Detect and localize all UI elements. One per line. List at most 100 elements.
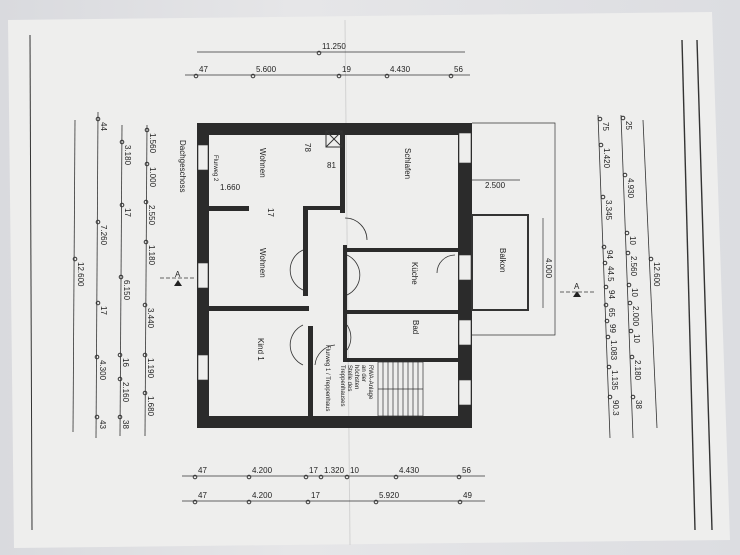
dimension-tick — [94, 354, 100, 360]
dim-right-chain-b: 2.560 — [629, 256, 638, 277]
chimney — [325, 130, 343, 148]
dimension-tick — [119, 139, 125, 145]
room-label-bad: Bad — [411, 320, 420, 334]
dimension-tick — [600, 194, 606, 200]
section-label-left: A — [175, 270, 181, 279]
dimension-tick — [627, 300, 633, 306]
dimension-tick — [625, 250, 631, 256]
dimension-tick — [622, 172, 628, 178]
dim-17: 17 — [266, 208, 275, 217]
dimension-tick — [117, 352, 123, 358]
dim-right-chain-a: 1.135 — [610, 370, 619, 391]
dim-left-overall: 12.600 — [76, 262, 85, 287]
dimension-tick — [246, 499, 252, 505]
dim-right-chain-a: 1.083 — [609, 340, 618, 361]
dimension-tick — [384, 73, 390, 79]
dim-right-chain-a: 1.420 — [602, 148, 611, 169]
rwa-note-line: Treppenhauses — [339, 365, 345, 406]
dimension-tick — [605, 334, 611, 340]
dim-left-chain-b: 3.180 — [123, 145, 132, 166]
dim-bottom-chain-1: 17 — [309, 466, 318, 475]
dim-4000: 4.000 — [544, 258, 553, 279]
dim-left-chain-a: 4.300 — [98, 360, 107, 381]
rwa-note-line: höchsten — [353, 365, 359, 389]
dim-left-chain-b: 38 — [121, 420, 130, 429]
dim-bottom-chain-2: 49 — [463, 491, 472, 500]
dim-left-chain-c: 1.180 — [147, 245, 156, 266]
dim-bottom-chain-1: 4.430 — [399, 466, 420, 475]
dim-right-overall: 12.600 — [652, 262, 661, 287]
dim-left-chain-a: 7.260 — [99, 225, 108, 246]
dimension-tick — [607, 394, 613, 400]
dim-left-chain-c: 1.000 — [148, 167, 157, 188]
room-label-balkon: Balkon — [498, 248, 507, 272]
dimension-tick — [143, 199, 149, 205]
dim-right-chain-b: 10 — [630, 288, 639, 297]
dim-left-chain-b: 2.160 — [121, 382, 130, 403]
dim-top-chain: 5.600 — [256, 65, 277, 74]
dim-right-chain-a: 90.3 — [611, 400, 620, 416]
dimension-tick — [624, 230, 630, 236]
dim-right-chain-b: 2.180 — [633, 360, 642, 381]
dimension-tick — [606, 364, 612, 370]
dimension-tick — [142, 390, 148, 396]
dim-left-chain-b: 16 — [121, 358, 130, 367]
dimension-tick — [318, 474, 324, 480]
dimension-tick — [72, 256, 78, 262]
dimension-tick — [648, 256, 654, 262]
room-label-schlafen: Schlafen — [403, 148, 412, 179]
dimension-tick — [316, 50, 322, 56]
dim-right-chain-b: 38 — [634, 400, 643, 409]
room-label-wohnen: Wohnen — [258, 148, 267, 178]
dimension-tick — [246, 474, 252, 480]
door-swings — [289, 217, 456, 366]
page-border-left — [29, 34, 33, 531]
dimension-tick — [373, 499, 379, 505]
dim-right-chain-b: 4.930 — [626, 178, 635, 199]
dimension-tick — [630, 394, 636, 400]
dim-1660: 1.660 — [220, 183, 241, 192]
dim-left-chain-c: 1.190 — [146, 358, 155, 379]
dimension-tick — [142, 302, 148, 308]
dim-bottom-chain-2: 5.920 — [379, 491, 400, 500]
room-label-flurweg-2: Flurweg 2 — [212, 155, 218, 182]
dim-bottom-chain-1: 56 — [462, 466, 471, 475]
dim-bottom-chain-1: 4.200 — [252, 466, 273, 475]
section-marker-left-icon — [174, 280, 182, 286]
dimension-tick — [393, 474, 399, 480]
dim-bottom-chain-1: 10 — [350, 466, 359, 475]
rwa-note-line: RWA-Anlage — [367, 365, 373, 400]
dim-left-chain-c: 2.550 — [147, 205, 156, 226]
dim-right-chain-a: 99 — [608, 324, 617, 333]
dimension-tick — [628, 328, 634, 334]
dim-bottom-chain-1: 47 — [198, 466, 207, 475]
dim-right-chain-a: 94 — [605, 250, 614, 259]
dimension-tick — [95, 116, 101, 122]
windows — [197, 132, 472, 406]
dimension-tick — [303, 474, 309, 480]
dimension-tick — [602, 260, 608, 266]
dim-left-chain-c: 3.440 — [146, 308, 155, 329]
dim-left-chain-a: 17 — [99, 306, 108, 315]
dim-left-chain-b: 17 — [123, 208, 132, 217]
dim-left-chain-b: 6.150 — [122, 280, 131, 301]
paper-sheet — [8, 12, 730, 548]
dimension-tick — [95, 300, 101, 306]
dim-left-chain-a: 44 — [99, 122, 108, 131]
dimension-tick — [250, 73, 256, 79]
dimension-tick — [597, 116, 603, 122]
dim-right-chain-b: 25 — [624, 121, 633, 130]
dimension-tick — [344, 474, 350, 480]
dim-right-chain-a: 75 — [601, 122, 610, 131]
staircase — [377, 361, 424, 417]
dim-right-chain-b: 10 — [632, 334, 641, 343]
dimension-tick — [117, 376, 123, 382]
dimension-tick — [603, 284, 609, 290]
dim-top-chain: 56 — [454, 65, 463, 74]
dim-2500: 2.500 — [485, 181, 506, 190]
dim-right-chain-a: 94 — [607, 290, 616, 299]
room-label-kind-1: Kind 1 — [256, 338, 265, 361]
dimension-tick — [336, 73, 342, 79]
dimension-tick — [142, 352, 148, 358]
